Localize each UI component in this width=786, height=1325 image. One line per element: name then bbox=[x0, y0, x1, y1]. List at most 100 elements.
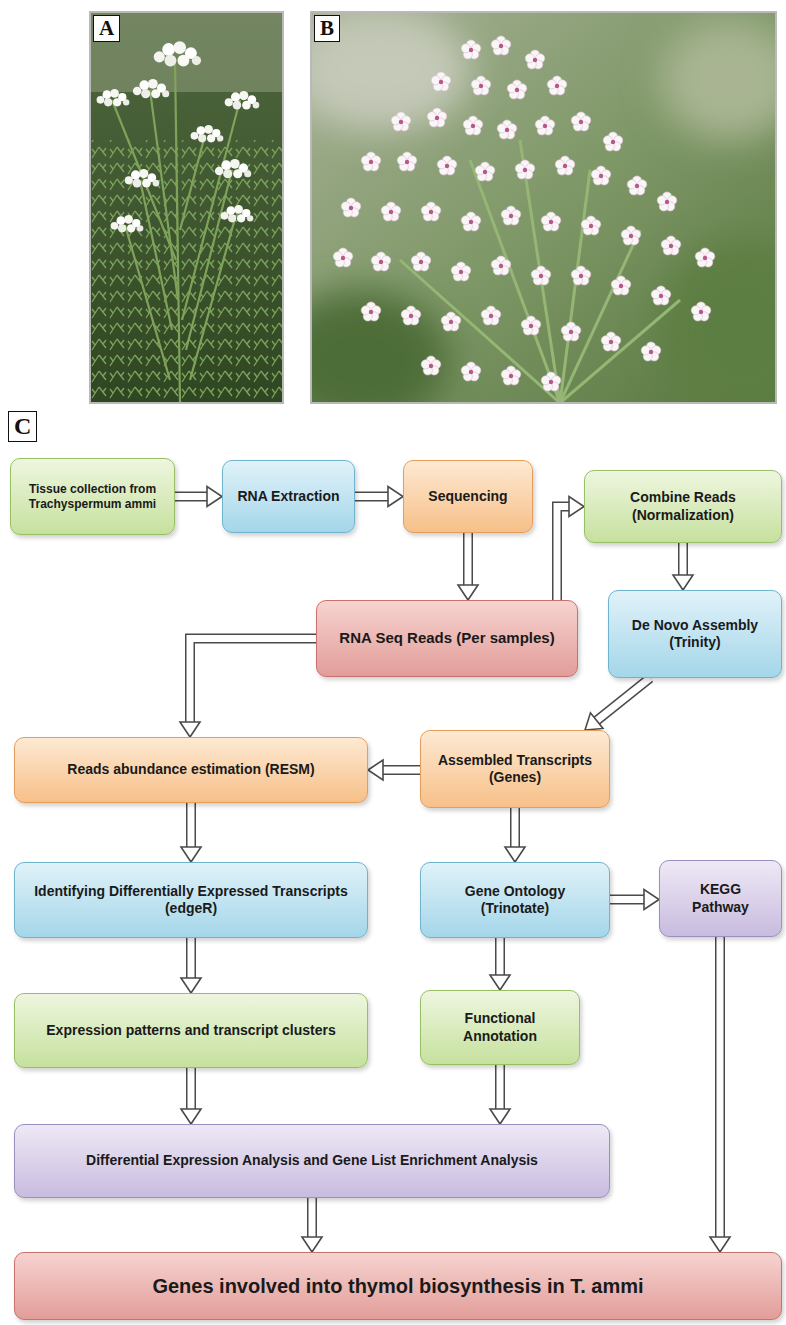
flower bbox=[381, 202, 401, 221]
flower bbox=[461, 362, 481, 381]
flower bbox=[491, 36, 511, 55]
photo-panels bbox=[0, 0, 786, 420]
flower bbox=[571, 266, 591, 285]
process-box: Sequencing bbox=[403, 460, 533, 533]
photo-ground bbox=[90, 12, 283, 403]
flower bbox=[641, 342, 661, 361]
flower bbox=[657, 192, 677, 211]
flower-cluster bbox=[97, 89, 130, 106]
arrow-head bbox=[710, 1237, 730, 1252]
process-box: Functional Annotation bbox=[420, 990, 580, 1065]
arrow-fill bbox=[717, 937, 724, 1238]
box-text: Expression patterns and transcript clust… bbox=[46, 1022, 335, 1040]
arrow-head bbox=[490, 975, 510, 990]
arrow-fill bbox=[512, 808, 519, 848]
process-box: Reads abundance estimation (RESM) bbox=[14, 737, 368, 803]
flower-cluster bbox=[225, 91, 260, 109]
process-box: RNA Seq Reads (Per samples) bbox=[316, 600, 578, 677]
block-arrow bbox=[175, 487, 222, 507]
flower bbox=[441, 312, 461, 331]
arrow-fill bbox=[190, 639, 316, 724]
arrow-fill bbox=[610, 896, 645, 903]
arrow-head bbox=[505, 847, 525, 862]
arrow-head bbox=[302, 1237, 322, 1252]
process-box: KEGG Pathway bbox=[659, 860, 782, 937]
arrow-fill bbox=[497, 1065, 504, 1110]
flower bbox=[461, 40, 481, 59]
flower bbox=[581, 216, 601, 235]
umbel-rays bbox=[400, 140, 680, 403]
arrow-fill bbox=[188, 938, 195, 979]
arrow-outline bbox=[186, 938, 196, 979]
flower-cluster bbox=[221, 205, 254, 222]
flower bbox=[547, 76, 567, 95]
flower-photo bbox=[311, 12, 776, 403]
process-box: Genes involved into thymol biosynthesis … bbox=[14, 1252, 782, 1320]
arrow-outline bbox=[510, 808, 520, 848]
arrow-outline bbox=[382, 765, 420, 775]
box-text: Identifying Differentially Expressed Tra… bbox=[25, 883, 357, 918]
flower bbox=[491, 256, 511, 275]
flower bbox=[361, 302, 381, 321]
flower bbox=[591, 166, 611, 185]
arrow-head bbox=[368, 760, 383, 780]
block-arrow bbox=[673, 543, 693, 590]
flower bbox=[461, 212, 481, 231]
arrow-fill bbox=[497, 938, 504, 976]
flower-cluster bbox=[191, 125, 224, 142]
arrow-fill bbox=[188, 803, 195, 848]
arrow-head bbox=[207, 487, 222, 507]
arrow-fill bbox=[175, 493, 208, 500]
process-box: Differential Expression Analysis and Gen… bbox=[14, 1124, 610, 1198]
block-arrow bbox=[490, 938, 510, 990]
flower bbox=[541, 372, 561, 391]
photo-frame bbox=[311, 12, 776, 403]
box-text: Combine Reads (Normalization) bbox=[595, 489, 771, 524]
flower bbox=[451, 262, 471, 281]
flower bbox=[521, 316, 541, 335]
arrow-outline bbox=[175, 492, 208, 502]
flower bbox=[525, 50, 545, 69]
arrow-fill bbox=[680, 543, 687, 576]
flower bbox=[361, 152, 381, 171]
arrow-head bbox=[569, 497, 584, 517]
flower bbox=[501, 206, 521, 225]
flower bbox=[561, 322, 581, 341]
arrow-fill bbox=[309, 1198, 316, 1238]
arrow-fill bbox=[596, 678, 650, 721]
arrow-outline bbox=[610, 895, 645, 905]
arrow-outline bbox=[307, 1198, 317, 1238]
box-text: Gene Ontology (Trinotate) bbox=[431, 883, 599, 918]
arrow-outline bbox=[190, 639, 316, 724]
process-box: Tissue collection from Trachyspermum amm… bbox=[10, 458, 175, 535]
block-arrow bbox=[610, 890, 659, 910]
arrow-outline bbox=[715, 937, 725, 1238]
block-arrow bbox=[181, 938, 201, 993]
process-box: Identifying Differentially Expressed Tra… bbox=[14, 862, 368, 938]
flower bbox=[437, 156, 457, 175]
flower bbox=[501, 366, 521, 385]
arrow-outline bbox=[186, 803, 196, 848]
box-text: Assembled Transcripts (Genes) bbox=[431, 752, 599, 787]
flower bbox=[507, 80, 527, 99]
plant-photo bbox=[90, 12, 283, 403]
flower-cluster bbox=[154, 41, 201, 66]
arrow-fill bbox=[465, 533, 472, 586]
flower bbox=[475, 162, 495, 181]
arrow-outline bbox=[186, 1068, 196, 1110]
panel-label: A bbox=[93, 15, 120, 42]
flower bbox=[371, 252, 391, 271]
arrow-head bbox=[180, 722, 200, 737]
arrow-outline bbox=[495, 938, 505, 976]
flower bbox=[661, 236, 681, 255]
flower bbox=[497, 120, 517, 139]
box-text: Genes involved into thymol biosynthesis … bbox=[152, 1274, 643, 1299]
box-text: RNA Seq Reads (Per samples) bbox=[339, 629, 554, 648]
box-text: Sequencing bbox=[428, 488, 507, 506]
block-arrow bbox=[181, 1068, 201, 1124]
arrow-outline bbox=[355, 492, 389, 502]
block-arrow bbox=[557, 497, 584, 601]
flower bbox=[391, 112, 411, 131]
block-arrow bbox=[490, 1065, 510, 1124]
